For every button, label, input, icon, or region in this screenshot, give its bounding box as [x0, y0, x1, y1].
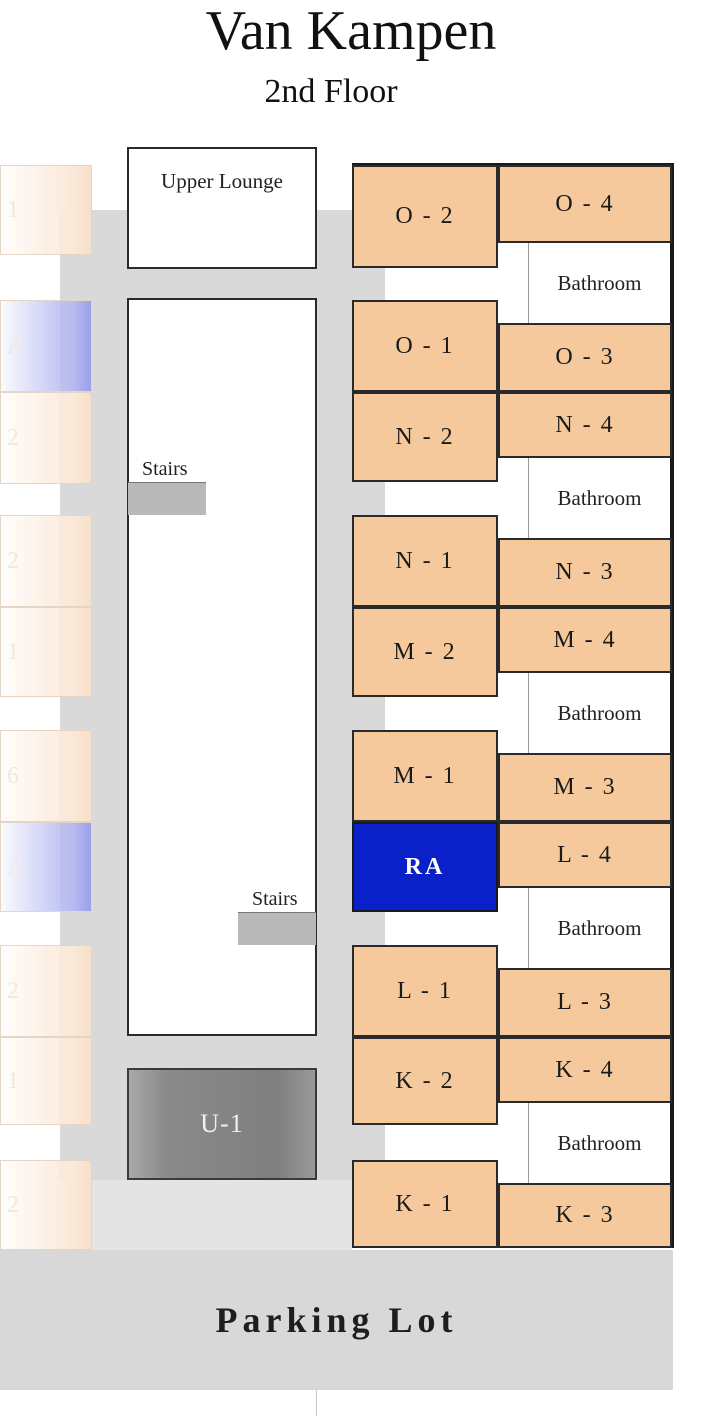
- bathroom[interactable]: Bathroom: [528, 243, 670, 323]
- corridor-left-spine: [92, 210, 127, 1250]
- room-k-2[interactable]: K - 2: [352, 1037, 498, 1125]
- room-n-4[interactable]: N - 4: [498, 392, 672, 458]
- floor-subtitle: 2nd Floor: [264, 73, 398, 110]
- stairs-upper[interactable]: [128, 482, 206, 515]
- room-o-2[interactable]: O - 2: [352, 165, 498, 268]
- room-m-2[interactable]: M - 2: [352, 607, 498, 697]
- page-title: Van Kampen: [205, 0, 497, 62]
- room-m-4[interactable]: M - 4: [498, 607, 672, 673]
- upper-lounge-label: Upper Lounge: [161, 169, 283, 193]
- faded-room: 1: [0, 607, 92, 697]
- room-n-1[interactable]: N - 1: [352, 515, 498, 607]
- stairs-label: Stairs: [252, 888, 298, 910]
- room-m-3[interactable]: M - 3: [498, 753, 672, 822]
- bathroom[interactable]: Bathroom: [528, 673, 670, 753]
- faded-room: 2: [0, 515, 92, 607]
- parking-lot: Parking Lot: [0, 1250, 673, 1390]
- bathroom[interactable]: Bathroom: [528, 458, 670, 538]
- stairs-lower[interactable]: [238, 912, 316, 945]
- faded-room: 2: [0, 945, 92, 1037]
- divider-line: [316, 1390, 317, 1416]
- faded-room: 2: [0, 392, 92, 484]
- bathroom[interactable]: Bathroom: [528, 1103, 670, 1183]
- upper-lounge[interactable]: Upper Lounge: [127, 147, 317, 269]
- faded-ra-room: A: [0, 300, 92, 392]
- room-n-3[interactable]: N - 3: [498, 538, 672, 607]
- room-l-1[interactable]: L - 1: [352, 945, 498, 1037]
- room-o-4[interactable]: O - 4: [498, 165, 672, 243]
- room-k-4[interactable]: K - 4: [498, 1037, 672, 1103]
- faded-room: 6: [0, 730, 92, 822]
- stairs-label: Stairs: [142, 458, 188, 480]
- room-l-3[interactable]: L - 3: [498, 968, 672, 1037]
- utility-room-u1[interactable]: U-1: [127, 1068, 317, 1180]
- room-o-3[interactable]: O - 3: [498, 323, 672, 392]
- bathroom[interactable]: Bathroom: [528, 888, 670, 968]
- room-m-1[interactable]: M - 1: [352, 730, 498, 822]
- room-k-3[interactable]: K - 3: [498, 1183, 672, 1248]
- room-o-1[interactable]: O - 1: [352, 300, 498, 392]
- corridor-bottom: [92, 1180, 352, 1250]
- room-k-1[interactable]: K - 1: [352, 1160, 498, 1248]
- room-n-2[interactable]: N - 2: [352, 392, 498, 482]
- room-l-4[interactable]: L - 4: [498, 822, 672, 888]
- faded-room: 1: [0, 1037, 92, 1125]
- faded-room: 1: [0, 165, 92, 255]
- faded-ra-room: A: [0, 822, 92, 912]
- faded-room: 2: [0, 1160, 92, 1250]
- room-ra[interactable]: RA: [352, 822, 498, 912]
